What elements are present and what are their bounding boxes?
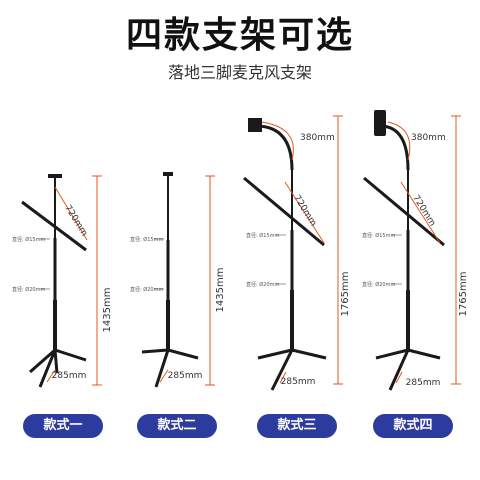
stand-2-graphic: [141, 172, 199, 388]
stand-3: 380mm 1765mm 720mm 285mm 直径: Ø15mm 直径: Ø…: [243, 115, 351, 391]
stand-1-boom-label: 720mm: [62, 204, 89, 239]
stand-1-height-label: 1435mm: [102, 288, 113, 333]
stand-3-height-label: 1765mm: [340, 272, 351, 317]
stand-4-dimensions: [387, 115, 461, 385]
stand-1-d15-label: 直径: Ø15mm: [12, 236, 45, 243]
stand-4: 380mm 1765mm 720mm 285mm 直径: Ø15mm 直径: Ø…: [362, 110, 469, 391]
style-1-button[interactable]: 款式一: [23, 414, 103, 438]
stand-1-base-label: 285mm: [52, 371, 87, 381]
stand-4-base-label: 285mm: [406, 378, 441, 388]
stand-3-graphic: [243, 118, 327, 391]
stand-2-base-label: 285mm: [168, 371, 203, 381]
stand-1-graphic: [21, 174, 87, 388]
stand-3-dimensions: [261, 115, 343, 385]
stand-4-height-label: 1765mm: [458, 272, 469, 317]
stand-4-goose-label: 380mm: [411, 133, 446, 143]
stand-3-d15-label: 直径: Ø15mm: [246, 232, 279, 239]
stand-2-height-label: 1435mm: [215, 268, 226, 313]
stand-1-d20-label: 直径: Ø20mm: [12, 286, 45, 293]
stand-1: 1435mm 720mm 285mm 直径: Ø15mm 直径: Ø20mm: [12, 174, 113, 388]
stand-4-boom-label: 720mm: [410, 194, 437, 229]
stand-2-d15-label: 直径: Ø15mm: [130, 236, 163, 243]
style-3-button[interactable]: 款式三: [257, 414, 337, 438]
stand-4-d15-label: 直径: Ø15mm: [362, 232, 395, 239]
style-4-button[interactable]: 款式四: [373, 414, 453, 438]
page-subtitle: 落地三脚麦克风支架: [167, 63, 312, 82]
stand-2-dimensions: [154, 175, 215, 386]
style-2-button[interactable]: 款式二: [137, 414, 217, 438]
stand-2: 1435mm 285mm 直径: Ø15mm 直径: Ø20mm: [130, 172, 226, 388]
stand-3-boom-label: 720mm: [291, 194, 318, 229]
stand-3-d20-label: 直径: Ø20mm: [246, 281, 279, 288]
stand-2-d20-label: 直径: Ø20mm: [130, 286, 163, 293]
stand-4-graphic: [363, 110, 445, 391]
stand-1-dimensions: [40, 175, 102, 386]
stand-3-base-label: 285mm: [281, 377, 316, 387]
page-title: 四款支架可选: [125, 15, 354, 56]
stand-3-goose-label: 380mm: [300, 133, 335, 143]
stand-4-d20-label: 直径: Ø20mm: [362, 281, 395, 288]
